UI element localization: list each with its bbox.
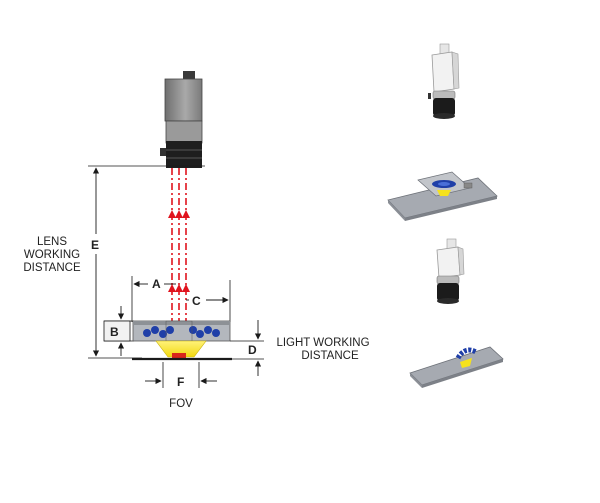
light-plate-render-top <box>387 171 498 221</box>
lens-working-distance-label: LENS WORKING DISTANCE <box>23 236 81 274</box>
svg-text:DISTANCE: DISTANCE <box>23 262 81 274</box>
light-working-distance-label: LIGHT WORKING DISTANCE <box>276 337 369 362</box>
camera-body <box>164 78 203 122</box>
light-plate-render-bottom <box>409 346 504 388</box>
camera-render-top <box>428 43 460 119</box>
dimension-label-f: F <box>177 375 184 389</box>
lens-barrel <box>166 141 202 168</box>
dimension-f: F FOV <box>145 362 217 410</box>
dimension-d: D <box>230 320 264 376</box>
dimension-label-b: B <box>110 325 119 339</box>
ray-arrows <box>168 210 190 292</box>
svg-text:DISTANCE: DISTANCE <box>301 350 359 362</box>
led-array <box>143 326 220 338</box>
target <box>172 353 186 358</box>
svg-text:LIGHT WORKING: LIGHT WORKING <box>276 337 369 349</box>
svg-text:LENS: LENS <box>37 236 67 248</box>
camera-render-bottom <box>436 238 465 304</box>
light-cone <box>155 340 207 358</box>
dimension-label-e: E <box>91 238 99 252</box>
fov-label: FOV <box>169 398 193 410</box>
ring-light <box>132 320 231 342</box>
dimension-b: B <box>103 306 134 356</box>
lens-barrel-upper <box>165 120 203 144</box>
dimension-label-a: A <box>152 277 161 291</box>
camera-top-block <box>183 71 195 80</box>
svg-text:WORKING: WORKING <box>24 249 80 261</box>
camera <box>160 71 203 168</box>
camera-connector <box>160 148 166 156</box>
dimension-label-c: C <box>192 294 201 308</box>
dimension-label-d: D <box>248 343 257 357</box>
dimension-c: C <box>186 280 231 322</box>
dimension-a: A <box>131 276 176 322</box>
